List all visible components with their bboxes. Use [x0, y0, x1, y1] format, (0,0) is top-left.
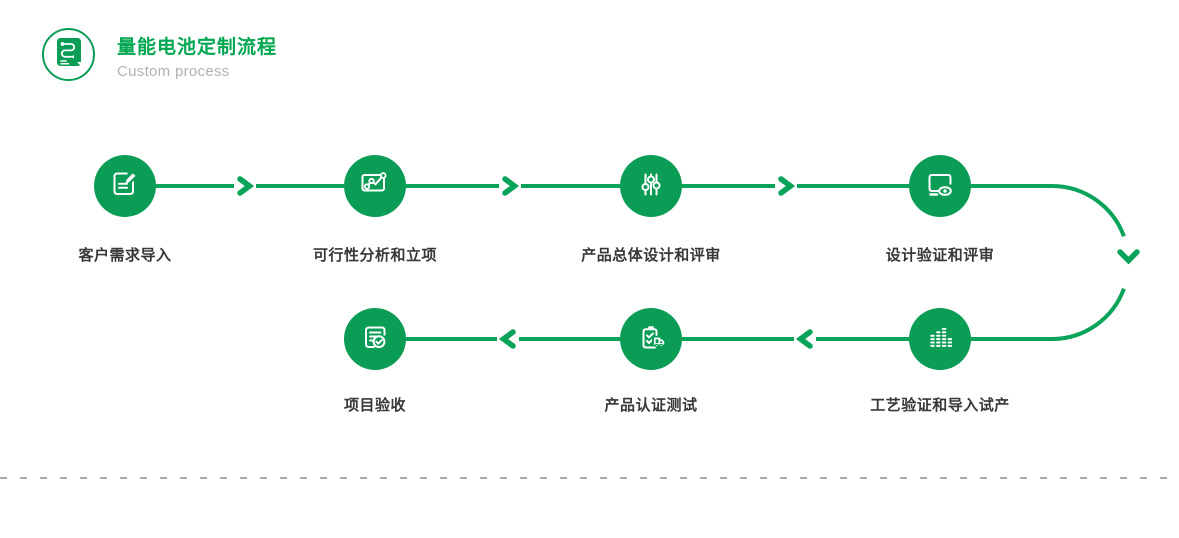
process-document-icon: [53, 36, 85, 73]
step-node-6: [620, 308, 682, 370]
step-node-1: [94, 155, 156, 217]
step-label-6: 产品认证测试: [604, 397, 698, 414]
step-node-5: [909, 308, 971, 370]
equalizer-icon: [924, 321, 956, 358]
document-check-icon: [359, 321, 391, 358]
arrow-right-icon: [237, 176, 255, 196]
arrow-down-icon: [1117, 249, 1140, 265]
step-label-7: 项目验收: [343, 397, 407, 414]
header: 量能电池定制流程 Custom process: [42, 28, 277, 81]
arrow-left-icon: [795, 329, 813, 349]
arrow-left-icon: [498, 329, 516, 349]
step-node-3: [620, 155, 682, 217]
page-title: 量能电池定制流程: [117, 37, 278, 58]
step-node-7: [344, 308, 406, 370]
line-chart-icon: [359, 168, 391, 205]
certification-test-icon: [635, 321, 667, 358]
page-subtitle: Custom process: [117, 63, 230, 80]
step-label-5: 工艺验证和导入试产: [870, 397, 1010, 414]
step-label-4: 设计验证和评审: [885, 247, 995, 264]
arrow-right-icon: [778, 176, 796, 196]
header-text: 量能电池定制流程 Custom process: [117, 28, 277, 80]
sliders-icon: [635, 168, 667, 205]
header-badge: [42, 28, 95, 81]
step-node-2: [344, 155, 406, 217]
step-node-4: [909, 155, 971, 217]
document-edit-icon: [109, 168, 141, 205]
dashed-divider: [0, 477, 1179, 479]
step-label-2: 可行性分析和立项: [312, 247, 438, 264]
monitor-eye-icon: [924, 168, 956, 205]
arrow-right-icon: [502, 176, 520, 196]
step-label-1: 客户需求导入: [78, 247, 172, 264]
step-label-3: 产品总体设计和评审: [581, 247, 721, 264]
